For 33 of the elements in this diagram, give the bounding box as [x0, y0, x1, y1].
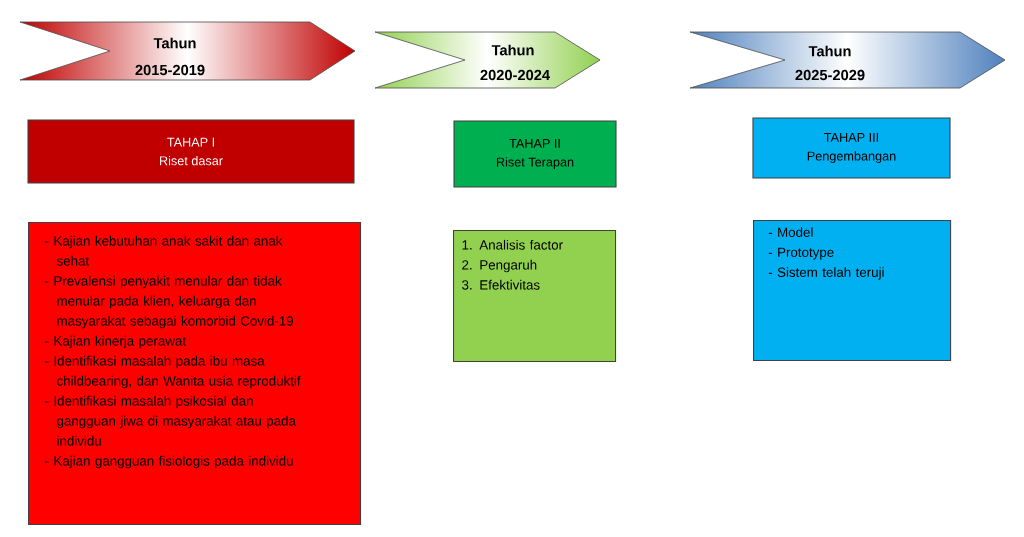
chevron-banner — [689, 31, 1006, 89]
list-box — [753, 220, 952, 362]
list-item: - Kajian gangguan fisiologis pada individu — [45, 455, 293, 469]
chevron-banner — [19, 21, 356, 81]
list-item: 2. Pengaruh — [462, 259, 537, 273]
year-label: Tahun — [808, 45, 851, 57]
stage-label: TAHAP I — [167, 137, 214, 147]
year-label: 2020-2024 — [480, 69, 550, 81]
list-box — [453, 230, 617, 362]
stage-box — [752, 117, 951, 179]
year-label: 2025-2029 — [795, 69, 865, 81]
list-item: - Identifikasi masalah pada ibu masa childbearing, dan Wanita usia reproduktif — [45, 355, 301, 389]
stage-box — [27, 119, 355, 184]
list-item: - Kajian kebutuhan anak sakit dan anak sehat — [45, 235, 283, 266]
stage-label: Pengembangan — [807, 151, 896, 163]
stage-box — [453, 120, 617, 188]
year-label: 2015-2019 — [135, 64, 205, 76]
stage-label: Riset Terapan — [497, 157, 574, 169]
stage-label: Riset dasar — [160, 155, 223, 166]
list-item: - Prevalensi penyakit menular dan tidak menular pada klien, keluarga dan masyarakat sebagai komorbid Covid-19 — [45, 275, 293, 329]
year-label: Tahun — [491, 44, 534, 56]
chevron-banner — [374, 31, 601, 89]
list-item: - Identifikasi masalah psikosial dan gangguan jiwa di masyarakat atau pada individu — [45, 395, 296, 446]
list-item: - Model — [768, 227, 813, 237]
stage-label: TAHAP II — [509, 139, 560, 148]
stage-label: TAHAP III — [824, 133, 878, 142]
list-item: - Prototype — [768, 247, 834, 260]
list-item: - Sistem telah teruji — [768, 267, 884, 280]
list-box — [28, 222, 362, 526]
list-item: - Kajian kinerja perawat — [45, 335, 186, 349]
list-item: 3. Efektivitas — [462, 279, 540, 290]
year-label: Tahun — [153, 37, 196, 49]
list-item: 1. Analisis factor — [462, 239, 563, 250]
